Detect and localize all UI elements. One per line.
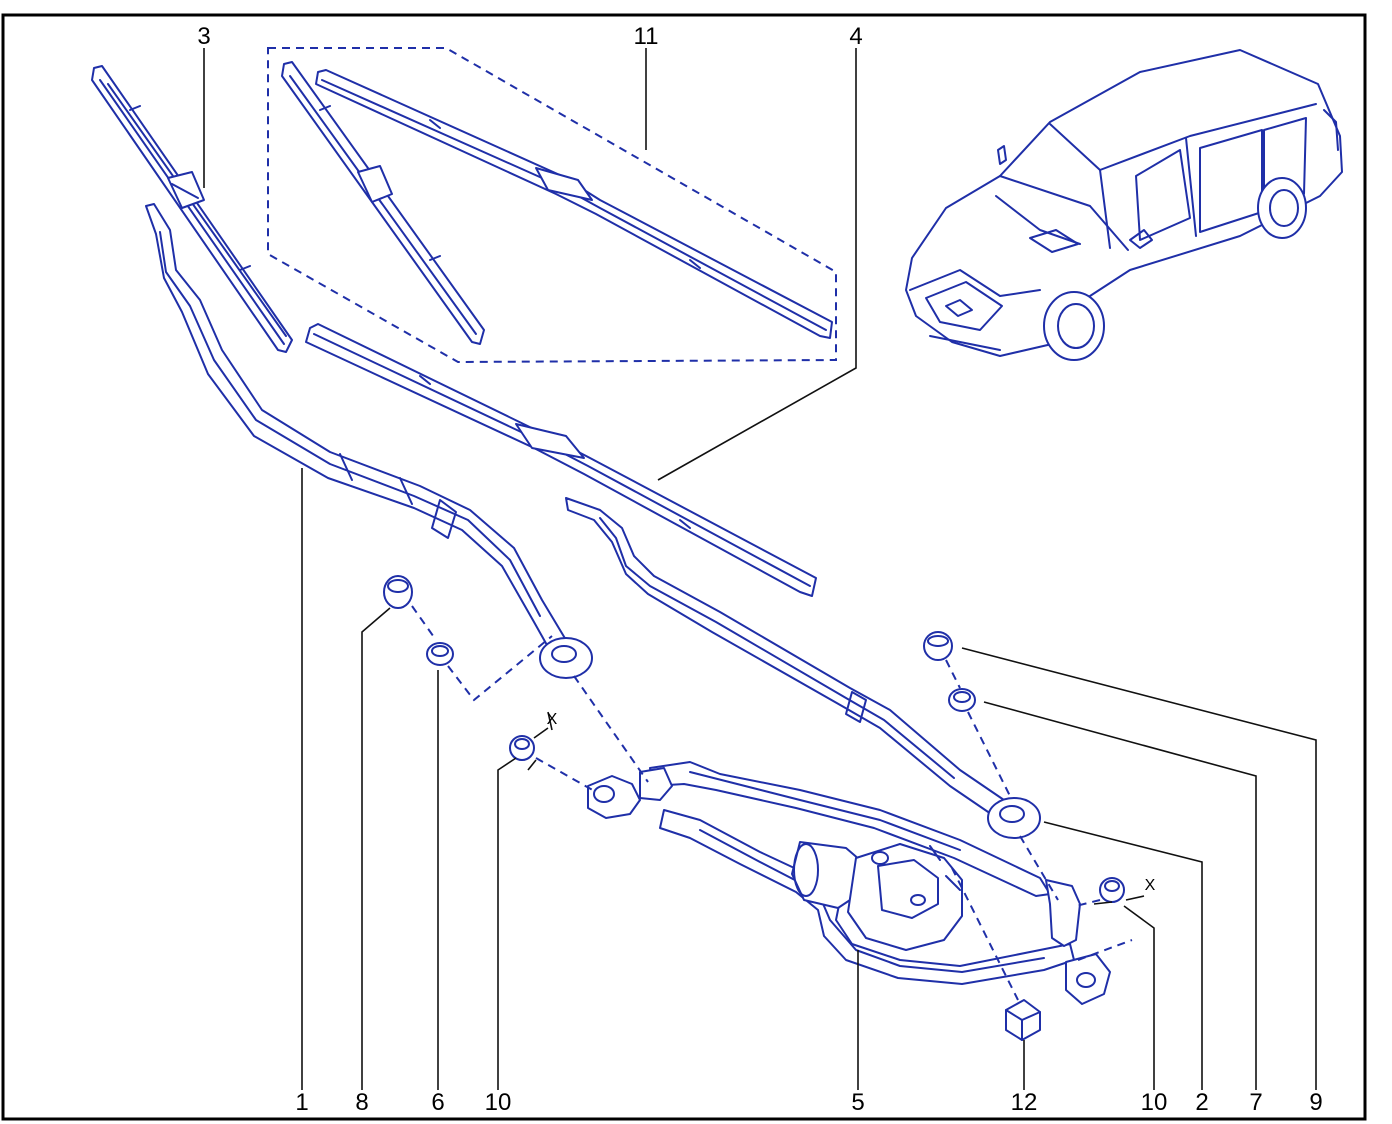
bolt-part-10-right <box>1099 877 1125 903</box>
callout-7: 7 <box>1249 1089 1262 1116</box>
wiper-arm-passenger-part-2 <box>565 497 1041 839</box>
diagram-frame <box>1 13 1367 1121</box>
callout-11: 11 <box>634 23 659 50</box>
callout-labels: 3 11 4 1 8 6 10 5 12 10 2 7 9 X X <box>197 23 1322 1116</box>
dimension-mark-x-left: X <box>547 711 558 728</box>
leader-lines <box>203 48 1317 1090</box>
cap-part-8 <box>383 575 413 609</box>
dimension-mark-x-right: X <box>1145 877 1156 894</box>
wiper-blade-right-part-4 <box>305 323 817 597</box>
grommet-part-12 <box>1005 999 1041 1041</box>
assembly-guide-lines <box>411 605 1133 1001</box>
wiper-motor-linkage-part-5 <box>587 761 1111 1005</box>
callout-1: 1 <box>295 1089 308 1116</box>
nut-part-7 <box>948 688 976 712</box>
callout-12: 12 <box>1011 1089 1038 1116</box>
callout-5: 5 <box>851 1089 864 1116</box>
bolt-part-10-left <box>509 735 535 761</box>
callout-4: 4 <box>849 23 862 50</box>
nut-part-6 <box>426 642 454 666</box>
callout-9: 9 <box>1309 1089 1322 1116</box>
callout-2: 2 <box>1195 1089 1208 1116</box>
callout-10-right: 10 <box>1141 1089 1168 1116</box>
wiper-blade-left-part-3 <box>91 65 293 353</box>
callout-10-left: 10 <box>485 1089 512 1116</box>
callout-8: 8 <box>355 1089 368 1116</box>
callout-3: 3 <box>197 23 210 50</box>
car-illustration <box>905 49 1343 361</box>
wiper-arm-driver-part-1 <box>145 203 593 679</box>
blade-kit-part-11 <box>267 47 837 364</box>
callout-6: 6 <box>431 1089 444 1116</box>
cap-part-9 <box>923 631 953 661</box>
